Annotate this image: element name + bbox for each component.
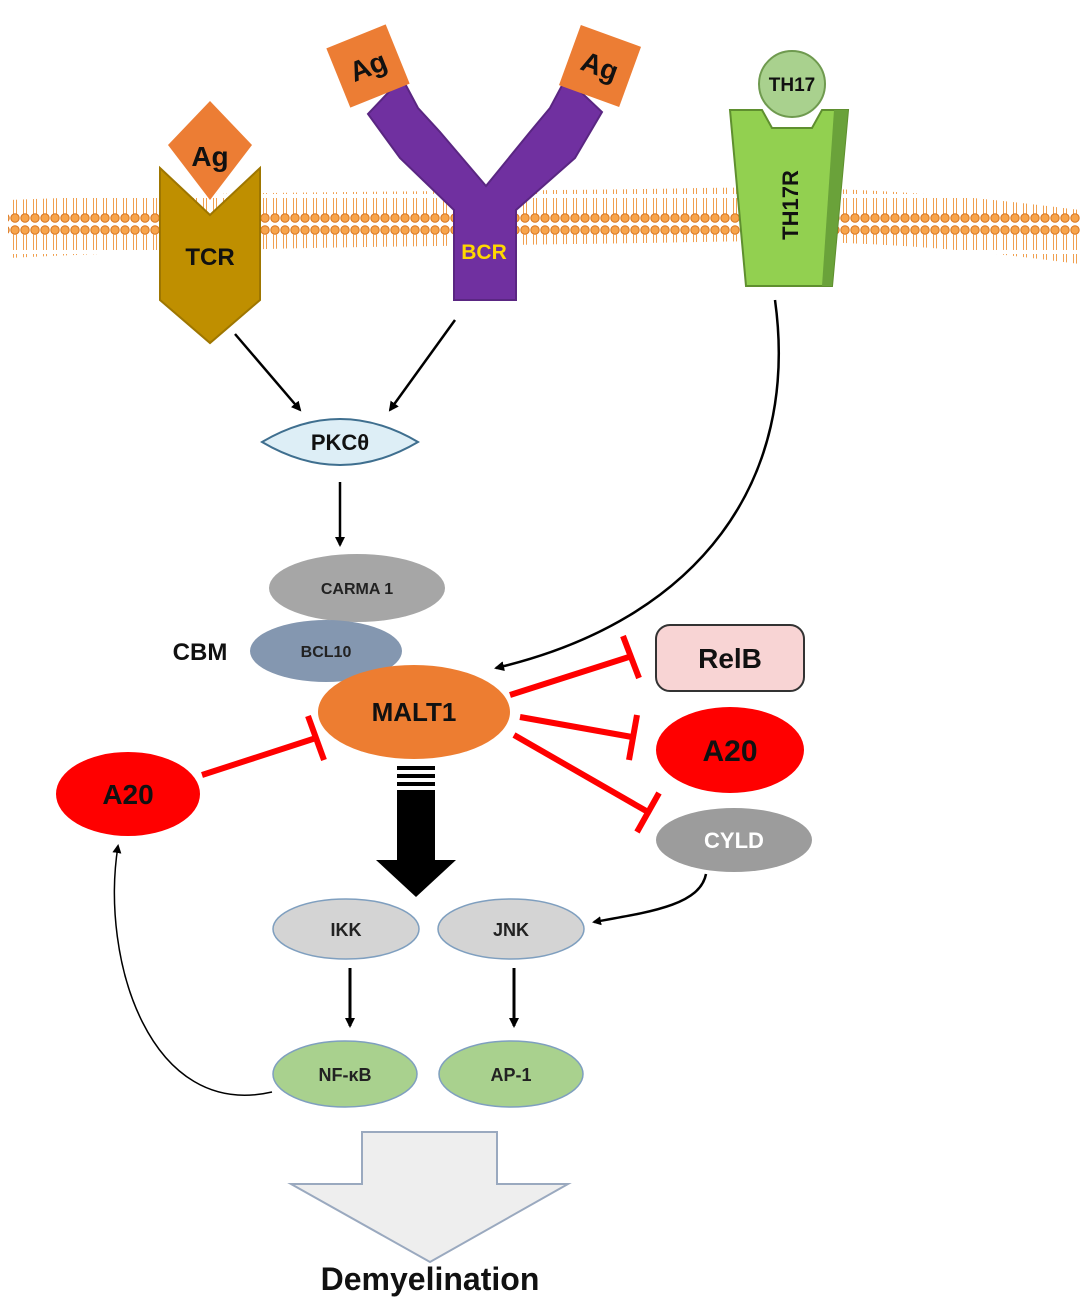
inhibit-malt1-a20 xyxy=(519,714,640,761)
tcr-label: TCR xyxy=(185,244,234,271)
ikk-label: IKK xyxy=(331,920,362,940)
inhibit-malt1-cyld xyxy=(512,732,662,834)
antigen-tcr-label: Ag xyxy=(191,141,228,172)
cyld-label: CYLD xyxy=(704,828,764,853)
tcr-receptor xyxy=(159,165,261,345)
bcl10-node xyxy=(250,620,402,682)
th17r-receptor-shade xyxy=(822,110,848,286)
outcome-arrow xyxy=(287,1131,572,1264)
nfkb-node xyxy=(272,1040,418,1108)
bcr-label: BCR xyxy=(461,241,507,264)
cbm-label: CBM xyxy=(173,639,228,666)
malt1-label: MALT1 xyxy=(372,697,457,727)
bcr-receptor xyxy=(366,76,604,301)
pkc-theta-node xyxy=(260,418,420,466)
arrow-tcr-pkc xyxy=(234,333,302,412)
th17r-receptor xyxy=(728,109,850,287)
a20-left-label: A20 xyxy=(102,779,153,810)
nfkb-label: NF-κB xyxy=(318,1065,371,1085)
antigen-tcr xyxy=(168,101,252,200)
ap1-label: AP-1 xyxy=(490,1065,531,1085)
arrow-bcr-pkc xyxy=(388,319,457,412)
relb-label: RelB xyxy=(698,643,762,674)
jnk-node xyxy=(437,898,585,960)
outcome-label: Demyelination xyxy=(321,1261,540,1297)
arrow-nfkb-a20 xyxy=(112,844,273,1096)
arrow-cyld-jnk xyxy=(592,873,708,926)
a20-right-node xyxy=(656,707,804,793)
bcl10-label: BCL10 xyxy=(301,644,352,661)
cyld-node xyxy=(656,808,812,872)
inhibit-a20-malt1 xyxy=(201,714,327,778)
carma1-label: CARMA 1 xyxy=(321,581,393,598)
a20-left-node xyxy=(56,752,200,836)
th17-ligand xyxy=(758,50,826,118)
carma1-node xyxy=(269,554,445,622)
jnk-label: JNK xyxy=(493,920,529,940)
th17-label: TH17 xyxy=(769,75,815,96)
th17r-label: TH17R xyxy=(778,170,803,240)
a20-right-label: A20 xyxy=(702,735,757,768)
antigen-bcr-right xyxy=(558,24,642,108)
ikk-node xyxy=(272,898,420,960)
antigen-bcr-left xyxy=(326,24,410,108)
pkc-theta-label: PKCθ xyxy=(311,430,369,455)
inhibit-malt1-relb xyxy=(509,634,642,698)
arrow-th17r-malt1 xyxy=(494,299,780,672)
relb-node xyxy=(655,624,805,692)
malt1-node xyxy=(318,665,510,759)
malt1-activation-arrow xyxy=(376,766,456,897)
ap1-node xyxy=(438,1040,584,1108)
